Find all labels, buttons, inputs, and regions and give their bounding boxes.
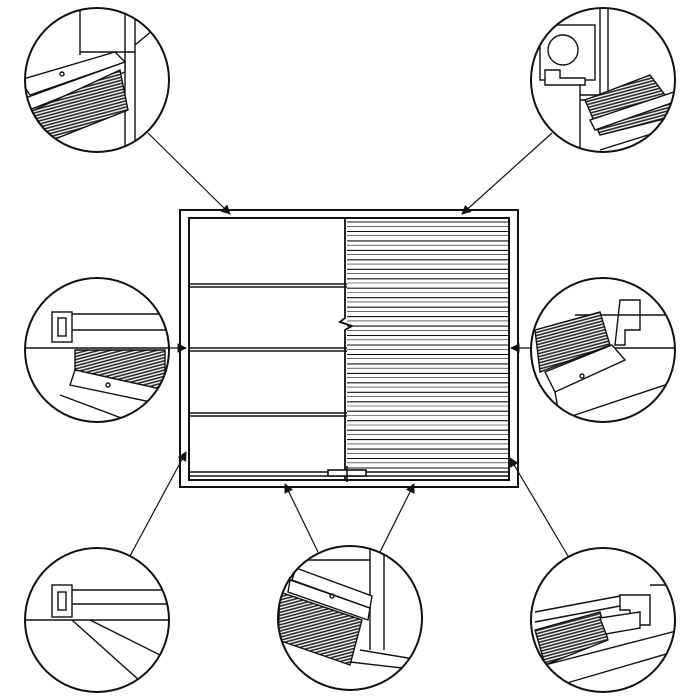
sectional-panels	[189, 283, 347, 417]
arrow-bottom-right	[509, 457, 569, 557]
detail-bottom-center	[277, 545, 423, 691]
arrow-top-right	[461, 132, 553, 215]
detail-top-right	[530, 7, 676, 153]
arrow-bottom-center-right	[379, 483, 415, 553]
detail-bottom-left	[24, 547, 170, 693]
detail-top-left	[24, 7, 170, 153]
arrow-bottom-center-left	[284, 483, 319, 553]
arrow-bottom-left	[129, 451, 187, 557]
roller-housing-icon	[547, 34, 579, 66]
guide-profile-icon	[614, 299, 641, 346]
arrow-top-left	[147, 132, 231, 215]
detail-mid-right	[530, 277, 676, 423]
roller-slats	[347, 221, 509, 469]
door-split-line	[338, 218, 355, 480]
detail-bottom-right	[530, 547, 676, 693]
detail-mid-left	[24, 277, 170, 423]
door-bottom-rail	[189, 466, 509, 482]
